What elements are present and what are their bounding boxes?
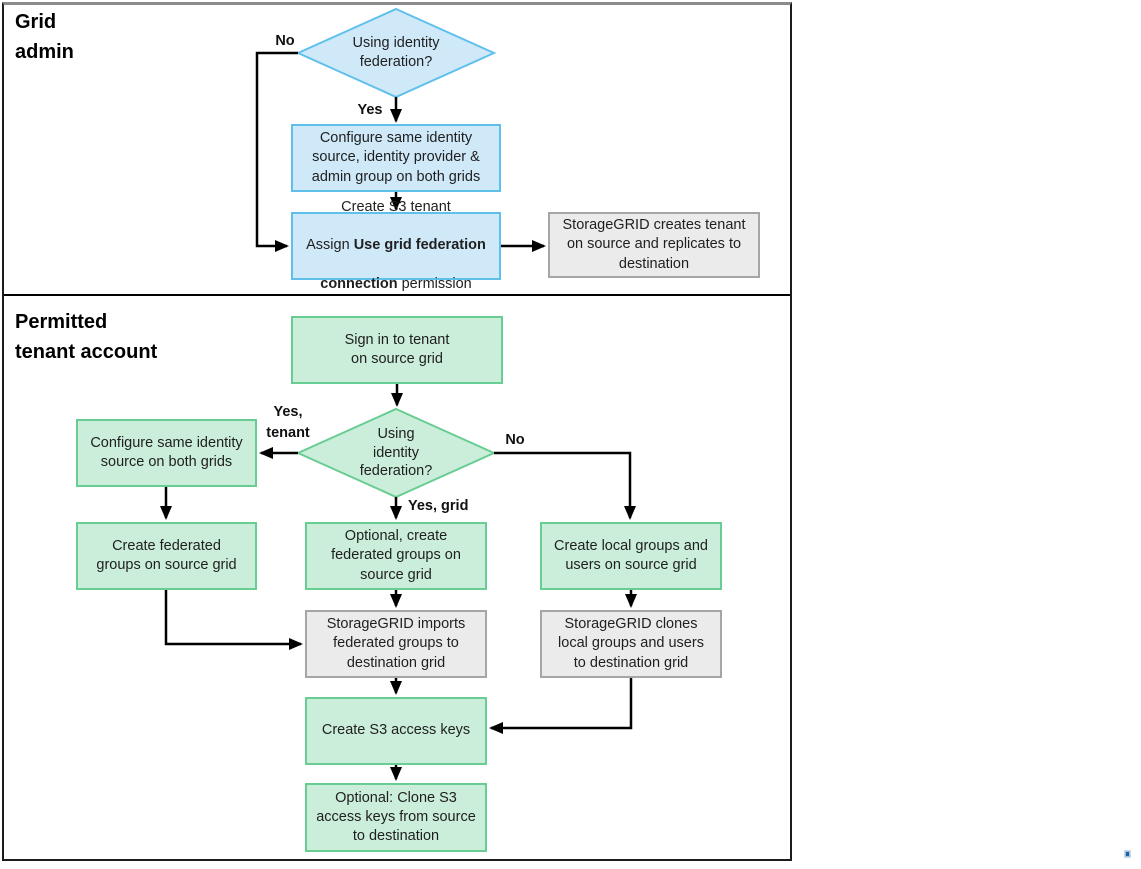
node-optional-clone-access-keys: Optional: Clone S3 access keys from sour… xyxy=(305,783,487,852)
node-label: StorageGRID imports federated groups to … xyxy=(326,616,466,671)
node-optional-create-federated: Optional, create federated groups on sou… xyxy=(305,522,487,590)
node-label: StorageGRID clones local groups and user… xyxy=(558,616,704,671)
node-label: Create federated groups on source grid xyxy=(96,537,237,573)
node-label: Create local groups and users on source … xyxy=(554,537,708,573)
branch-label-no-top: No xyxy=(275,33,295,49)
branch-label-yes-grid: Yes, grid xyxy=(408,498,469,514)
node-storagegrid-replicates: StorageGRID creates tenant on source and… xyxy=(548,212,760,278)
node-label: Create S3 tenant Assign Use grid federat… xyxy=(306,199,486,292)
node-sign-in-tenant: Sign in to tenant on source grid xyxy=(291,316,503,384)
node-label: Create S3 access keys xyxy=(321,722,471,739)
decision-tenant-text: Using identity federation? xyxy=(359,425,433,480)
node-configure-identity-both-grids: Configure same identity source, identity… xyxy=(291,124,501,192)
branch-label-no-bottom: No xyxy=(505,432,525,448)
section-title-tenant-account: Permitted tenant account xyxy=(15,311,158,363)
diagram-frame xyxy=(2,2,792,861)
node-storagegrid-clones: StorageGRID clones local groups and user… xyxy=(540,610,722,678)
blue-dot xyxy=(1124,850,1131,858)
branch-label-yes-top: Yes xyxy=(357,102,383,118)
decision-grid-admin-text: Using identity federation? xyxy=(352,35,440,70)
node-create-s3-access-keys: Create S3 access keys xyxy=(305,697,487,765)
section-title-grid-admin: Grid admin xyxy=(15,11,74,63)
node-label: Sign in to tenant on source grid xyxy=(344,331,450,367)
section-divider xyxy=(4,294,790,296)
node-create-s3-tenant: Create S3 tenant Assign Use grid federat… xyxy=(291,199,501,292)
node-label: Configure same identity source on both g… xyxy=(90,434,243,470)
branch-label-yes-tenant: Yes, tenant xyxy=(266,404,310,442)
node-label: Optional, create federated groups on sou… xyxy=(331,528,461,583)
node-create-federated-groups: Create federated groups on source grid xyxy=(76,522,257,590)
node-label: StorageGRID creates tenant on source and… xyxy=(562,217,746,272)
node-configure-identity-source: Configure same identity source on both g… xyxy=(76,419,257,487)
node-label: Configure same identity source, identity… xyxy=(311,130,481,185)
node-label: Optional: Clone S3 access keys from sour… xyxy=(316,789,476,845)
node-storagegrid-imports: StorageGRID imports federated groups to … xyxy=(305,610,487,678)
node-create-local-groups: Create local groups and users on source … xyxy=(540,522,722,590)
